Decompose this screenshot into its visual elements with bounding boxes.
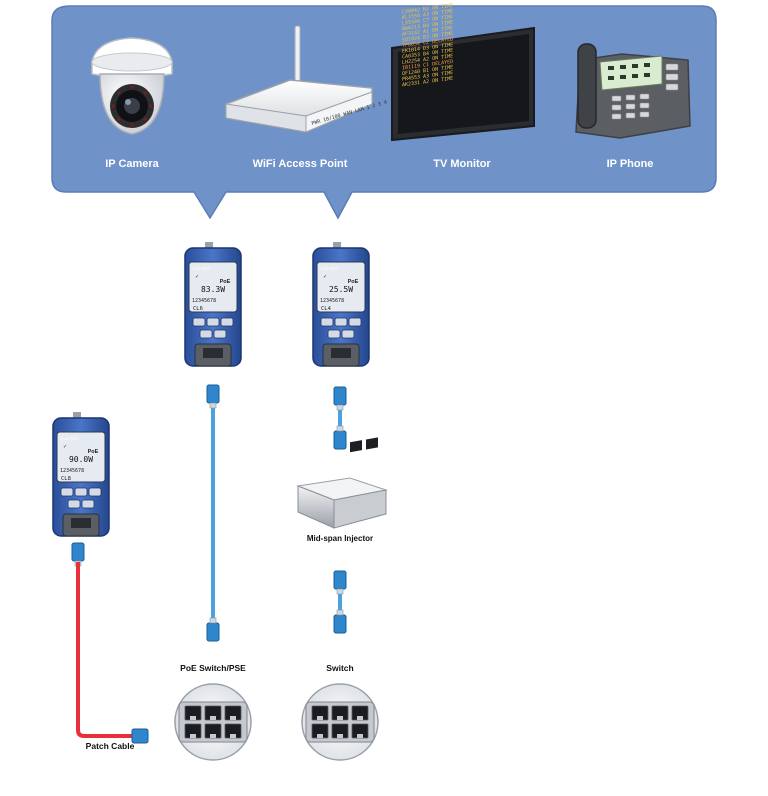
tester-key [327,329,341,339]
tester-power-reading: 25.5W [329,285,353,294]
tester-pin-digits: 12345678 [192,298,216,304]
cable-injector-to-switch [333,570,347,634]
tv-monitor-label: TV Monitor [433,158,491,170]
ip-phone-label: IP Phone [607,158,654,170]
tester-key [341,329,355,339]
patch-cable-label: Patch Cable [86,741,135,751]
ip-camera-label: IP Camera [105,158,159,170]
tester-key [220,317,234,327]
poe-switch-label: PoE Switch/PSE [180,663,246,673]
tester-key [67,499,81,509]
tester-check-icon: ✓ [323,274,327,280]
tester-pin-digits: 12345678 [60,468,84,474]
tester-brand: PoE PRO [193,266,210,271]
cable-tester-to-injector [333,386,347,450]
tester-key [213,329,227,339]
tester-key [192,317,206,327]
tester-key [348,317,362,327]
tester-key [88,487,102,497]
tester-check-icon: ✓ [63,444,67,450]
tester-pin-digits: 12345678 [320,298,344,304]
tester-key [60,487,74,497]
poe-switch-ports-icon [174,683,252,761]
tester-class: CL4 [321,306,332,312]
devices-panel [51,5,717,220]
tester-class: CL6 [193,306,203,312]
tester-key [320,317,334,327]
tester-poe-text: PoE [88,449,99,455]
switch-ports-icon [301,683,379,761]
wifi-ap-label: WiFi Access Point [253,158,348,170]
tester-poe-text: PoE [348,279,359,285]
tester-brand: PoE PRO [321,266,338,271]
tester-key [334,317,348,327]
tester-key [74,487,88,497]
mid-span-injector-icon [296,437,388,529]
tester-power-reading: 83.3W [201,285,225,294]
ip-camera-icon [91,37,173,135]
tester-power-reading: 90.0W [69,455,93,464]
tester-key [199,329,213,339]
tester-class: CL8 [61,476,71,482]
cable-poe-switch [206,384,220,642]
switch-label: Switch [326,663,353,673]
tester-brand: PoE PRO [61,436,78,441]
injector-label: Mid-span Injector [307,534,373,543]
patch-cable [71,542,149,744]
tester-key [81,499,95,509]
tester-key [206,317,220,327]
ip-phone-icon [575,43,691,139]
tester-check-icon: ✓ [195,274,199,280]
tester-poe-text: PoE [220,279,231,285]
